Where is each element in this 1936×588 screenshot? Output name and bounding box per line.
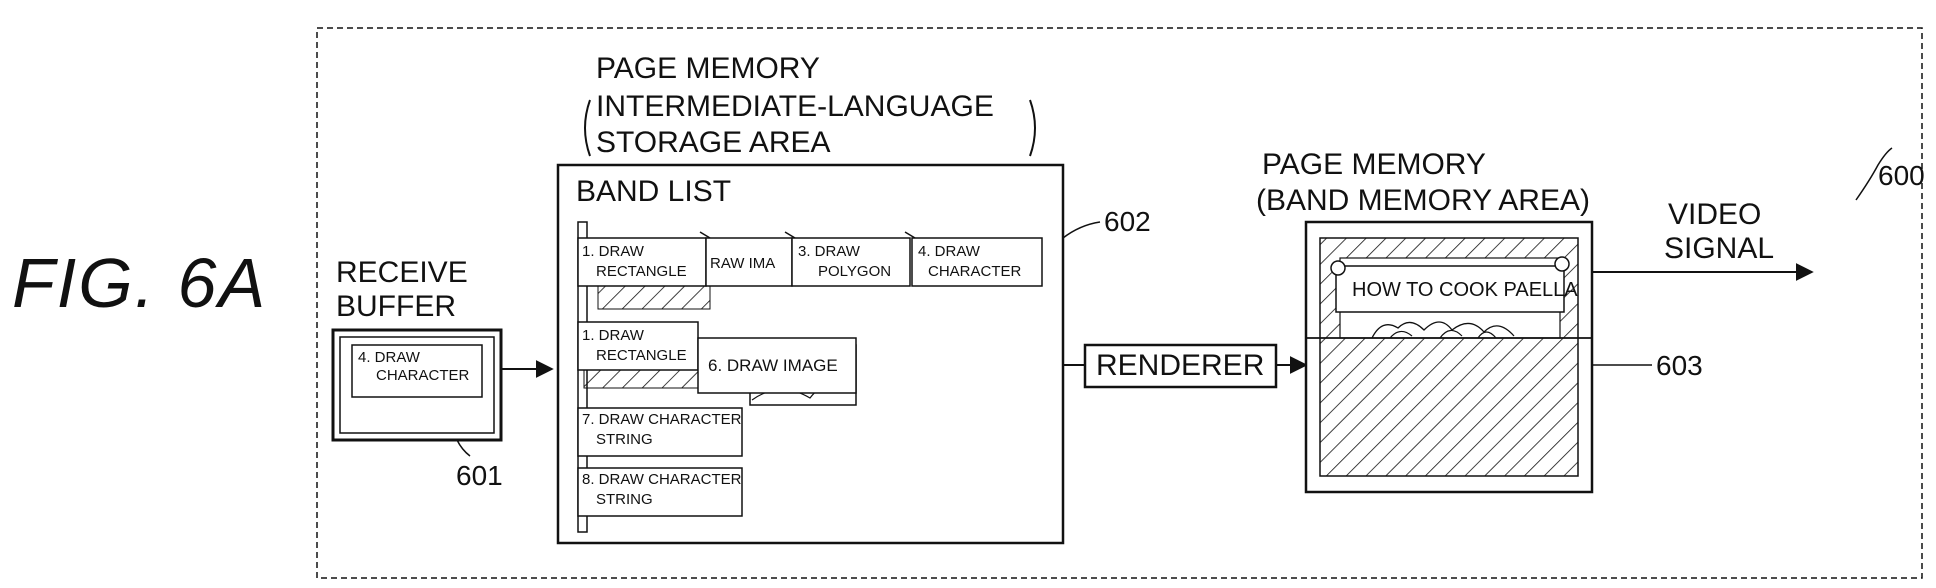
video-signal-line2: SIGNAL bbox=[1664, 234, 1774, 264]
bottom-hatched-band bbox=[1320, 338, 1578, 476]
r1-c-line1: 3. DRAW bbox=[798, 244, 860, 260]
page-memory-title-1: PAGE MEMORY bbox=[596, 54, 820, 84]
r4-line1: 8. DRAW CHARACTER bbox=[582, 472, 741, 488]
r3-line2: STRING bbox=[596, 432, 653, 448]
renderer-label: RENDERER bbox=[1096, 351, 1264, 381]
band-list-label: BAND LIST bbox=[576, 177, 731, 207]
band-memory-title-2: (BAND MEMORY AREA) bbox=[1256, 186, 1590, 216]
ref-603: 603 bbox=[1656, 352, 1703, 380]
receive-buffer-title-1: RECEIVE bbox=[336, 258, 468, 288]
r2-a-line2: RECTANGLE bbox=[596, 348, 687, 364]
leader-602 bbox=[1063, 222, 1100, 238]
receive-buffer-title-2: BUFFER bbox=[336, 292, 456, 322]
ref-600: 600 bbox=[1878, 162, 1925, 190]
r1-a-line2: RECTANGLE bbox=[596, 264, 687, 280]
leader-601 bbox=[457, 440, 470, 456]
page-memory-title-2: INTERMEDIATE-LANGUAGE bbox=[596, 92, 994, 122]
r3-line1: 7. DRAW CHARACTER bbox=[582, 412, 741, 428]
r1-b-label: RAW IMA bbox=[710, 256, 775, 272]
figure-label: FIG. 6A bbox=[12, 248, 267, 318]
banner-text: HOW TO COOK PAELLA bbox=[1352, 280, 1578, 300]
r1-d-line1: 4. DRAW bbox=[918, 244, 980, 260]
ref-602: 602 bbox=[1104, 208, 1151, 236]
receive-buffer-item-2: CHARACTER bbox=[376, 368, 469, 384]
r1-hatch bbox=[598, 285, 710, 309]
band-memory-title-1: PAGE MEMORY bbox=[1262, 150, 1486, 180]
r1-a-line1: 1. DRAW bbox=[582, 244, 644, 260]
r1-d-line2: CHARACTER bbox=[928, 264, 1021, 280]
ref-601: 601 bbox=[456, 462, 503, 490]
r1-c-line2: POLYGON bbox=[818, 264, 891, 280]
page-memory-title-3: STORAGE AREA bbox=[596, 128, 831, 158]
video-signal-line1: VIDEO bbox=[1668, 200, 1761, 230]
r2-a-line1: 1. DRAW bbox=[582, 328, 644, 344]
r4-line2: STRING bbox=[596, 492, 653, 508]
r2-b-label: 6. DRAW IMAGE bbox=[708, 358, 838, 374]
receive-buffer-item-1: 4. DRAW bbox=[358, 350, 420, 366]
